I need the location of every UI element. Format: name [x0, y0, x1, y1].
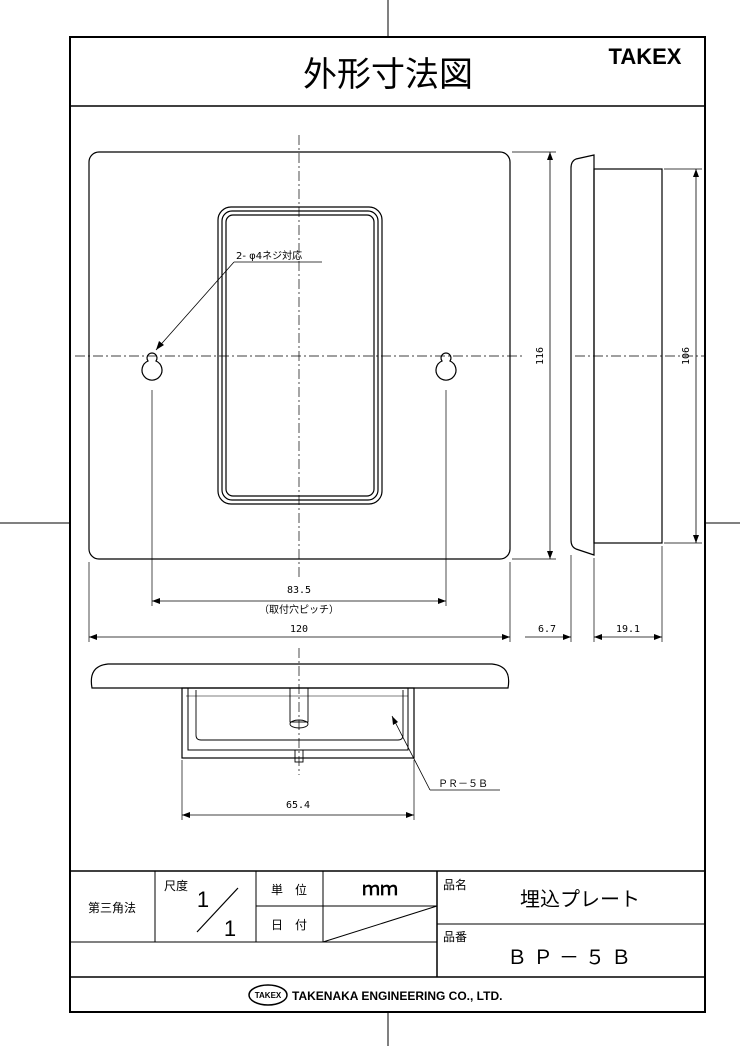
opening-middle [221, 210, 379, 501]
front-view: 2- φ4ネジ対応 83.5 （取付穴ピッチ） 120 116 [75, 135, 556, 642]
company-logo [248, 984, 288, 1006]
product-code-label: 品番 [443, 930, 467, 944]
unit-value: ｍｍ [362, 879, 398, 900]
flange-depth-dimension: 6.7 [538, 624, 556, 635]
screw-note: 2- φ4ネジ対応 [236, 249, 302, 262]
bottom-width-dimension: 65.4 [286, 800, 310, 811]
product-code: ＢＰ－５Ｂ [507, 945, 637, 969]
height-dimension: 116 [535, 347, 546, 365]
product-name: 埋込プレート [520, 887, 640, 911]
body-depth-dimension: 19.1 [616, 624, 640, 635]
opening-inner [225, 214, 375, 497]
opening-outer [217, 206, 383, 505]
width-dimension: 120 [290, 624, 308, 635]
unit-label: 単 位 [271, 882, 307, 897]
product-name-label: 品名 [443, 877, 467, 892]
pitch-dimension: 83.5 [287, 585, 311, 596]
pitch-note: （取付穴ピッチ） [259, 603, 339, 616]
date-label: 日 付 [271, 918, 307, 932]
scale-label: 尺度 [164, 878, 188, 893]
company-logo-text: TAKEX [255, 991, 282, 1000]
height-inner-dimension: 106 [681, 347, 692, 365]
keyhole-left [141, 352, 163, 381]
keyhole-right [435, 352, 457, 381]
scale-denominator: 1 [224, 916, 236, 941]
plate-outline [88, 151, 511, 560]
brand-logo: TAKEX [609, 44, 682, 69]
scale-numerator: 1 [197, 887, 209, 912]
side-view: 106 6.7 19.1 [525, 154, 705, 642]
bottom-view: ＰＲ－５Ｂ 65.4 [90, 648, 510, 820]
page-title: 外形寸法図 [303, 55, 473, 95]
part-label: ＰＲ－５Ｂ [438, 779, 488, 790]
company-name: TAKENAKA ENGINEERING CO., LTD. [292, 989, 502, 1003]
title-block [70, 870, 705, 978]
sheet-frame [69, 36, 706, 1013]
projection-method: 第三角法 [88, 901, 136, 915]
